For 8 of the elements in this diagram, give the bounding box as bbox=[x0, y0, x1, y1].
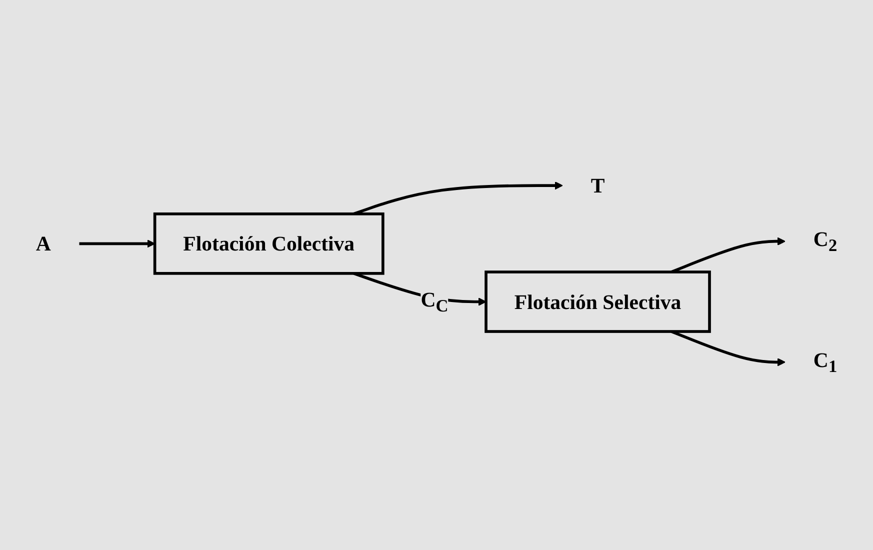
node-box: Flotación Selectiva bbox=[484, 270, 711, 333]
node-text: C$_{2}$ bbox=[813, 227, 838, 255]
node-text: T bbox=[590, 174, 605, 198]
edge-label: C$_{C}$ bbox=[420, 288, 448, 316]
node-text: A bbox=[36, 232, 51, 256]
arrow bbox=[79, 240, 156, 248]
node-text: C$_{1}$ bbox=[813, 348, 838, 376]
node-box: Flotación Colectiva bbox=[153, 212, 384, 275]
